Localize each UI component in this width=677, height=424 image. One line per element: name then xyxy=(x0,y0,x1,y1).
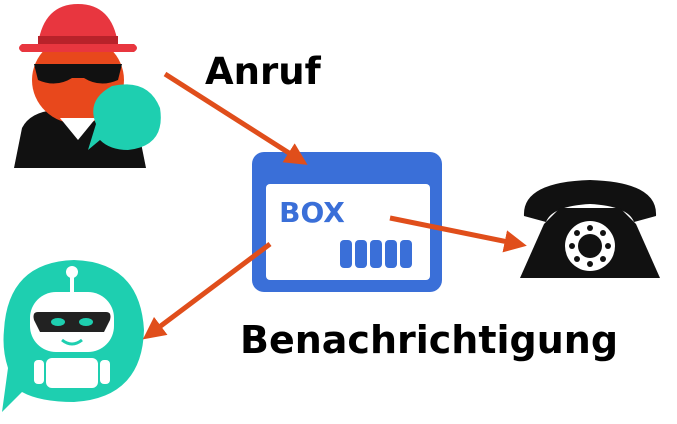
call-label: Anruf xyxy=(205,50,321,93)
arrow-box-to-phone xyxy=(389,215,527,253)
arrow-box-to-bot xyxy=(142,242,272,340)
telephone-icon xyxy=(520,180,660,278)
notification-label: Benachrichtigung xyxy=(240,318,619,362)
hacker-icon xyxy=(14,4,161,168)
router-box-icon: BOX xyxy=(252,152,442,292)
arrow-call-to-box xyxy=(163,71,308,165)
chatbot-icon xyxy=(2,260,144,412)
box-label: BOX xyxy=(279,196,345,229)
